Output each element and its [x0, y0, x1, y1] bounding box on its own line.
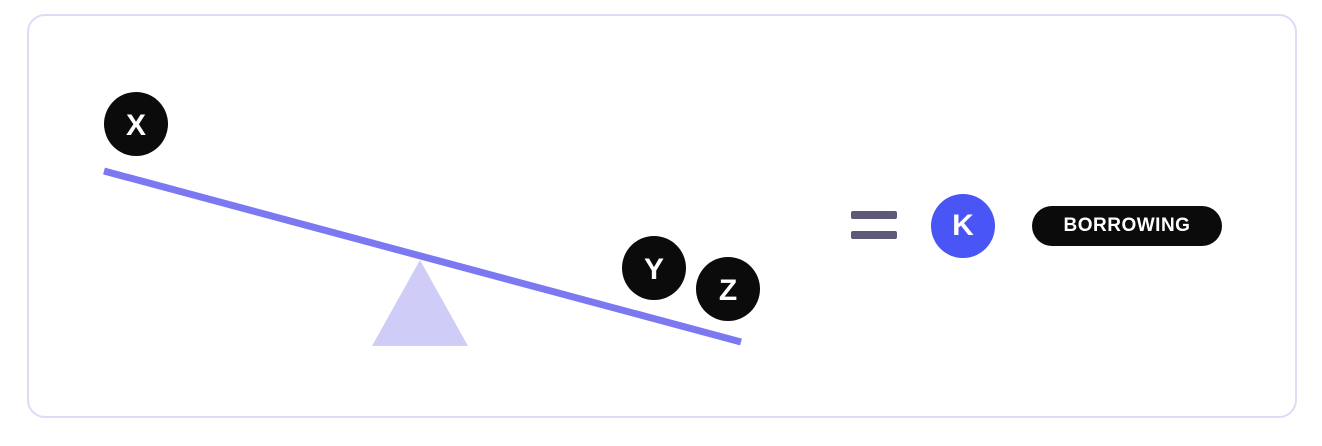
- weight-z: Z: [696, 257, 760, 321]
- weight-y: Y: [622, 236, 686, 300]
- status-badge-label: BORROWING: [1063, 215, 1191, 236]
- weight-x: X: [104, 92, 168, 156]
- result-circle: K: [931, 194, 995, 258]
- equals-bar-top: [851, 211, 897, 219]
- weight-y-label: Y: [644, 253, 664, 286]
- fulcrum-triangle: [372, 260, 468, 346]
- status-badge: BORROWING: [1032, 206, 1222, 246]
- weight-z-label: Z: [719, 274, 737, 307]
- equals-bar-bottom: [851, 231, 897, 239]
- equals-icon: [851, 205, 897, 245]
- seesaw-beam: [103, 167, 742, 346]
- weight-x-label: X: [126, 109, 146, 142]
- result-symbol: K: [952, 209, 974, 242]
